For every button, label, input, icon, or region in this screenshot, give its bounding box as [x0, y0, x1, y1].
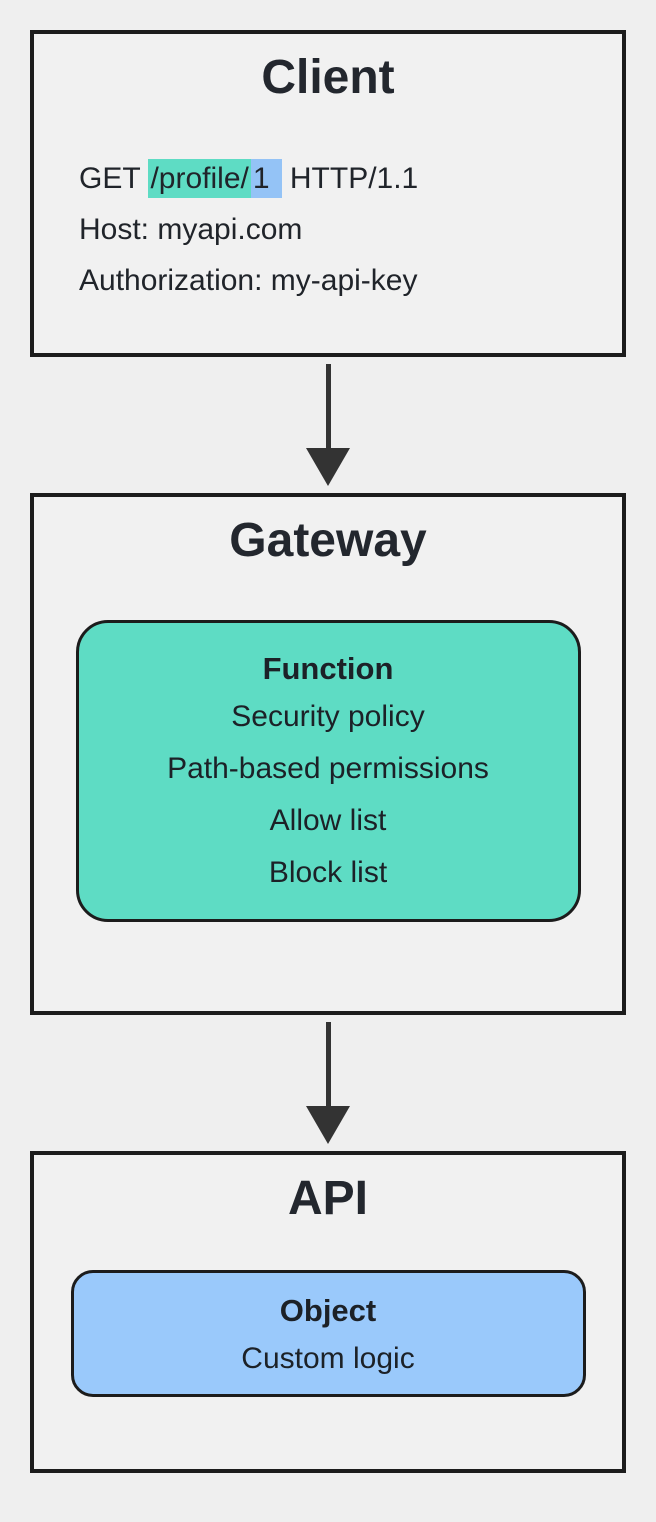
host-line: Host: myapi.com: [79, 213, 303, 246]
function-item: Block list: [268, 856, 388, 889]
client-title: Client: [261, 51, 395, 104]
arrow-line: [325, 1022, 331, 1106]
http-request-block: GET /profile/1 HTTP/1.1 Host: myapi.com …: [79, 153, 622, 306]
gateway-title: Gateway: [229, 514, 427, 567]
function-item: Path-based permissions: [167, 752, 489, 785]
api-title: API: [287, 1172, 368, 1225]
request-path-highlight: /profile/: [148, 159, 251, 198]
object-box-title: Object: [279, 1293, 377, 1328]
function-box-title: Function: [262, 651, 394, 686]
function-box: Function Security policy Path-based perm…: [75, 620, 581, 922]
api-node: API Object Custom logic: [30, 1151, 626, 1473]
arrow-head-icon: [306, 448, 350, 486]
client-node: Client GET /profile/1 HTTP/1.1 Host: mya…: [30, 30, 626, 357]
function-item: Security policy: [231, 700, 425, 733]
request-line: GET /profile/1 HTTP/1.1: [79, 153, 622, 204]
arrow-line: [325, 364, 331, 448]
object-box: Object Custom logic: [70, 1270, 586, 1397]
arrow-gateway-to-api: [30, 1015, 626, 1151]
arrow-head-icon: [306, 1106, 350, 1144]
request-protocol: HTTP/1.1: [281, 162, 419, 195]
request-id-highlight: 1: [250, 159, 282, 198]
function-item: Allow list: [269, 804, 387, 837]
request-method: GET: [79, 162, 149, 195]
authorization-line: Authorization: my-api-key: [79, 264, 418, 297]
arrow-client-to-gateway: [30, 357, 626, 493]
gateway-node: Gateway Function Security policy Path-ba…: [30, 493, 626, 1015]
object-item: Custom logic: [241, 1342, 415, 1375]
